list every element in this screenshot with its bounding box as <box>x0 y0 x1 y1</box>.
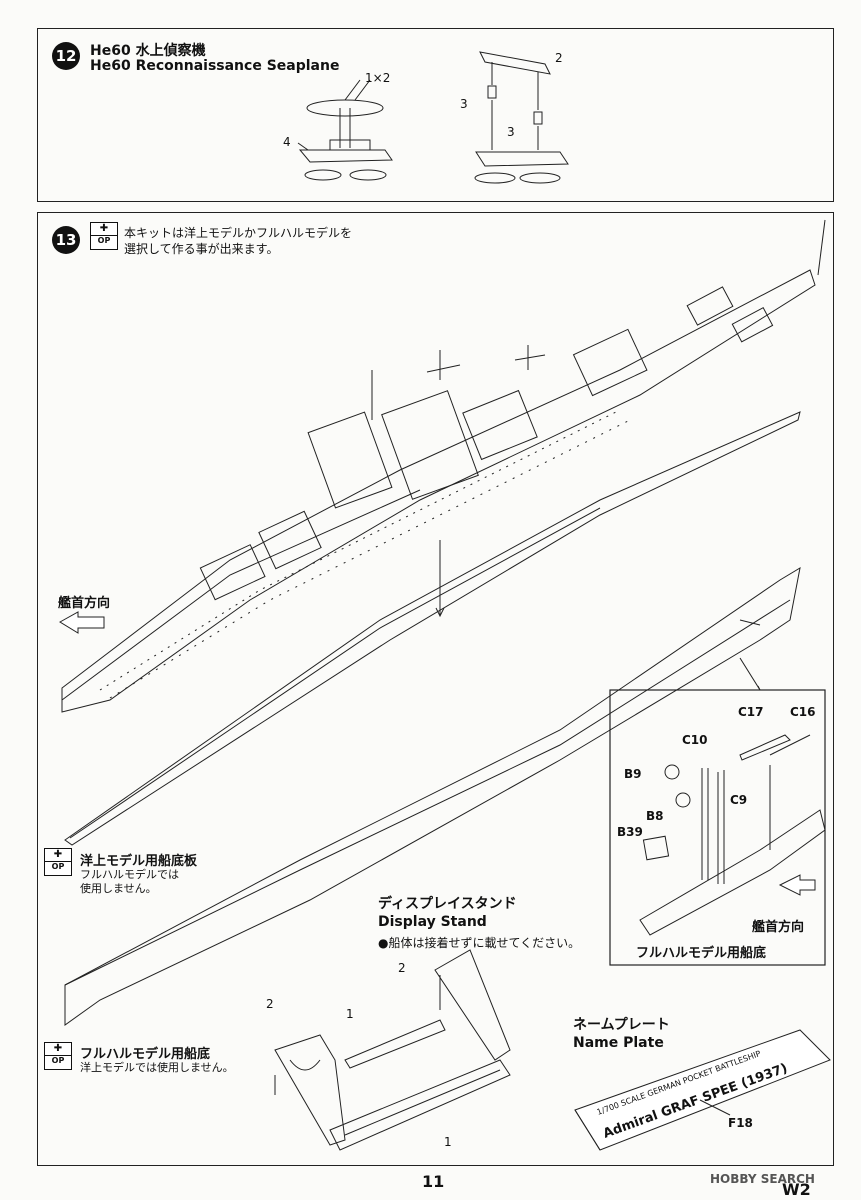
page-number: 11 <box>422 1172 445 1191</box>
stand-part-2a: 2 <box>398 961 406 975</box>
bow-arrow-left <box>59 611 105 634</box>
part-b9: B9 <box>624 767 642 781</box>
fullhull-bottom-label: フルハルモデル用船底 <box>80 1047 211 1062</box>
callout-3b: 3 <box>507 125 515 139</box>
step-12-title-en: He60 Reconnaissance Seaplane <box>90 58 340 74</box>
nameplate-title-jp: ネームプレート <box>573 1017 670 1033</box>
nameplate-title-en: Name Plate <box>573 1035 664 1051</box>
step-13-note-line1: 本キットは洋上モデルかフルハルモデルを <box>124 226 353 240</box>
bow-direction-label-inset: 艦首方向 <box>752 920 805 935</box>
step-12-title-jp: He60 水上偵察機 <box>90 43 206 59</box>
fullhull-inset-box <box>609 657 826 966</box>
callout-2: 2 <box>555 51 563 65</box>
seaplane-left <box>297 79 393 181</box>
op-badge-fullhull: ✚ OP <box>44 1042 72 1070</box>
step-13-frame <box>37 212 834 1166</box>
stand-part-1a: 1 <box>346 1007 354 1021</box>
op-badge-main: ✚ OP <box>90 222 118 250</box>
part-c10: C10 <box>682 733 708 747</box>
stand-title-jp: ディスプレイスタンド <box>378 896 517 912</box>
bow-direction-label-left: 艦首方向 <box>58 596 111 611</box>
waterline-plate-note1: フルハルモデルでは <box>80 868 179 881</box>
part-b8: B8 <box>646 809 664 823</box>
callout-1x2: 1×2 <box>365 71 390 85</box>
step-12-frame <box>37 28 834 202</box>
step-13-note-line2: 選択して作る事が出来ます。 <box>124 242 279 256</box>
stand-part-1b: 1 <box>444 1135 452 1149</box>
callout-3a: 3 <box>460 97 468 111</box>
display-stand <box>274 949 511 1151</box>
stand-note: ●船体は接着せずに載せてください。 <box>378 936 581 950</box>
waterline-plate-label: 洋上モデル用船底板 <box>80 854 198 869</box>
callout-4: 4 <box>283 135 291 149</box>
part-c16: C16 <box>790 705 816 719</box>
step-13-badge: 13 <box>52 226 80 254</box>
nameplate-part-f18: F18 <box>728 1116 753 1130</box>
op-badge-waterline: ✚ OP <box>44 848 72 876</box>
waterline-plate <box>64 411 801 846</box>
fullhull-inset-label: フルハルモデル用船底 <box>636 946 767 961</box>
part-c17: C17 <box>738 705 764 719</box>
seaplane-right <box>474 51 569 184</box>
fullhull-bottom-note: 洋上モデルでは使用しません。 <box>80 1061 234 1074</box>
part-c9: C9 <box>730 793 747 807</box>
page-code: W2 <box>782 1180 811 1199</box>
step-12-badge: 12 <box>52 42 80 70</box>
fullhull-bottom <box>64 566 801 1026</box>
waterline-plate-note2: 使用しません。 <box>80 882 157 895</box>
part-b39: B39 <box>617 825 643 839</box>
stand-part-2b: 2 <box>266 997 274 1011</box>
ship-upper-hull <box>61 219 826 713</box>
stand-title-en: Display Stand <box>378 914 487 930</box>
nameplate-drawing <box>574 1029 831 1151</box>
op-icon: ✚ <box>91 223 117 236</box>
watermark: HOBBY SEARCH <box>710 1172 815 1186</box>
